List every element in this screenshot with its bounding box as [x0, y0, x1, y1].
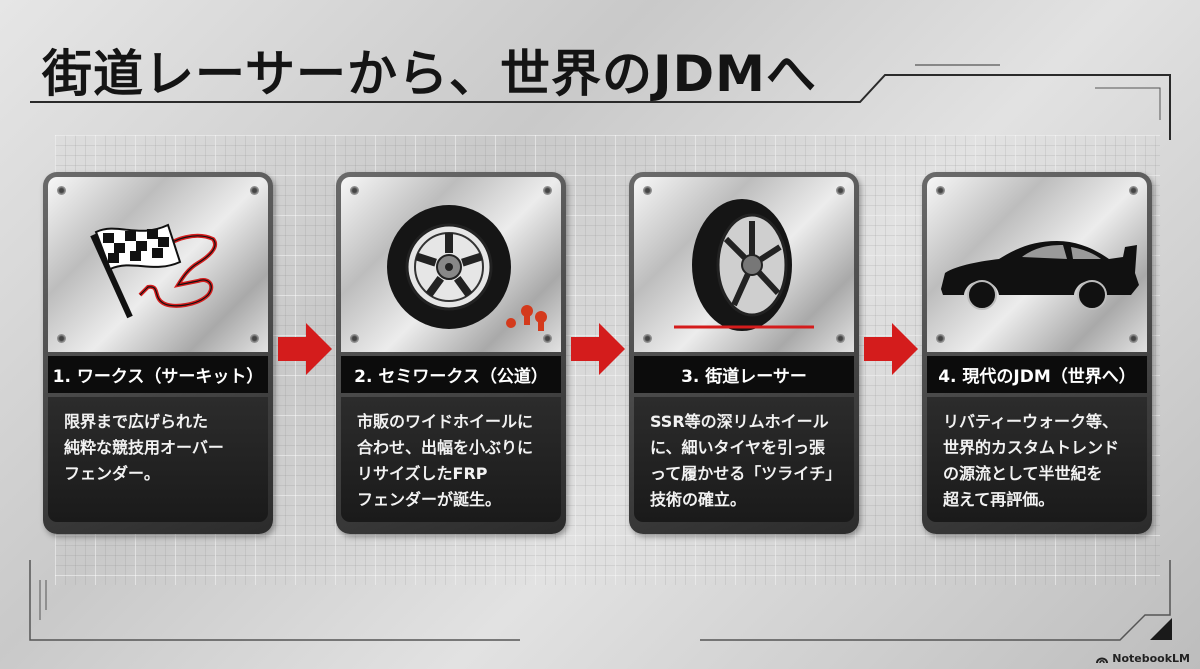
notebooklm-logo: NotebookLM: [1096, 652, 1190, 665]
logo-text: NotebookLM: [1112, 652, 1190, 665]
step-description: 限界まで広げられた 純粋な競技用オーバー フェンダー。: [48, 397, 268, 522]
description-line: 超えて再評価。: [943, 490, 1055, 509]
step-icon-plate: [341, 177, 561, 352]
stretched-tire-icon: [674, 199, 814, 331]
description-line: って履かせる「ツライチ」: [650, 464, 842, 483]
step-description: SSR等の深リムホイール に、細いタイヤを引っ張 って履かせる「ツライチ」 技術…: [634, 397, 854, 522]
arrow-right-icon: [571, 323, 625, 375]
step-card-2: 2. セミワークス（公道） 市販のワイドホイールに 合わせ、出幅を小ぶりに リサ…: [336, 172, 566, 534]
step-icon-plate: [634, 177, 854, 352]
page-title: 街道レーサーから、世界のJDMへ: [42, 45, 817, 103]
description-line: リバティーウォーク等、: [943, 412, 1119, 431]
arrow-right-icon: [864, 323, 918, 375]
notebooklm-mark-icon: [1096, 657, 1109, 663]
step-label: 3. 街道レーサー: [634, 356, 854, 393]
sports-car-silhouette-icon: [941, 241, 1139, 310]
arrow-right-icon: [278, 323, 332, 375]
step-icon-plate: [48, 177, 268, 352]
step-icon-plate: [927, 177, 1147, 352]
description-line: フェンダーが誕生。: [357, 490, 502, 509]
step-card-3: 3. 街道レーサー SSR等の深リムホイール に、細いタイヤを引っ張 って履かせ…: [629, 172, 859, 534]
step-description: リバティーウォーク等、 世界的カスタムトレンド の源流として半世紀を 超えて再評…: [927, 397, 1147, 522]
step-card-1: 1. ワークス（サーキット） 限界まで広げられた 純粋な競技用オーバー フェンダ…: [43, 172, 273, 534]
description-line: 技術の確立。: [650, 490, 747, 509]
description-line: に、細いタイヤを引っ張: [650, 438, 826, 457]
step-description: 市販のワイドホイールに 合わせ、出幅を小ぶりに リサイズしたFRP フェンダーが…: [341, 397, 561, 522]
description-line: SSR等の深リムホイール: [650, 412, 829, 431]
description-line: フェンダー。: [64, 464, 160, 483]
description-line: 世界的カスタムトレンド: [943, 438, 1120, 457]
description-line: 限界まで広げられた: [64, 412, 209, 431]
checkered-flag-circuit-icon: [90, 223, 218, 319]
step-label: 1. ワークス（サーキット）: [48, 356, 268, 393]
description-line: リサイズしたFRP: [357, 464, 488, 483]
step-card-4: 4. 現代のJDM（世界へ） リバティーウォーク等、 世界的カスタムトレンド の…: [922, 172, 1152, 534]
description-line: の源流として半世紀を: [943, 464, 1103, 483]
description-line: 市販のワイドホイールに: [357, 412, 534, 431]
description-line: 純粋な競技用オーバー: [64, 438, 224, 457]
step-label: 2. セミワークス（公道）: [341, 356, 561, 393]
step-label: 4. 現代のJDM（世界へ）: [927, 356, 1147, 393]
description-line: 合わせ、出幅を小ぶりに: [357, 438, 534, 457]
wheel-with-bolts-icon: [387, 205, 547, 331]
